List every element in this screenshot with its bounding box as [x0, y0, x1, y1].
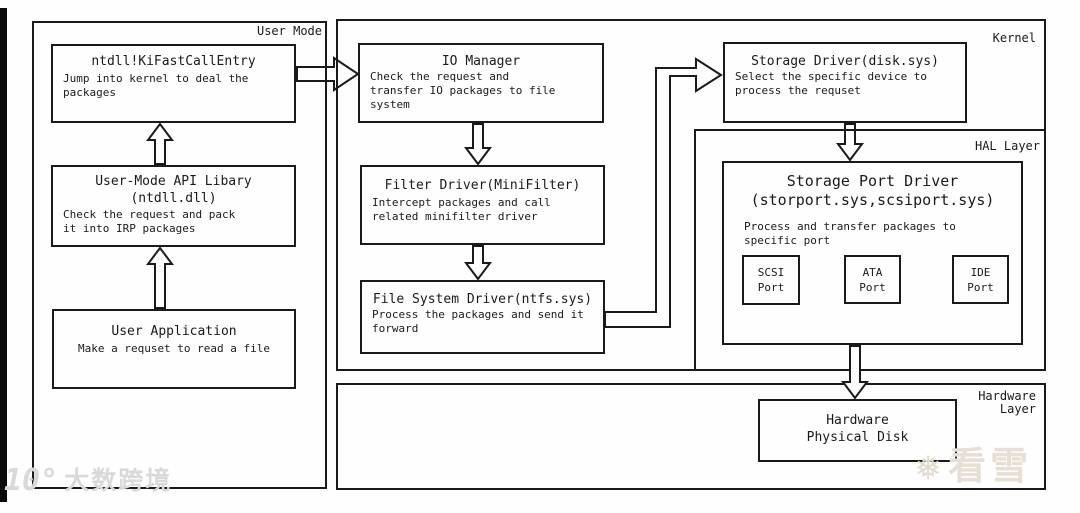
box-body-line: Select the specific device to	[735, 70, 928, 83]
box-body-line: packages	[63, 86, 116, 99]
watermark-text: 看雪	[948, 444, 1033, 488]
arrow-down-icon	[836, 123, 864, 161]
box-body-line: specific port	[744, 234, 831, 247]
box-body-line: system	[370, 98, 410, 111]
hal-layer-label: HAL Layer	[974, 139, 1040, 153]
box-body-line: forward	[372, 322, 419, 335]
watermark-bottom-right: ❅ 看雪	[916, 444, 1032, 488]
box-body-line: Jump into kernel to deal the	[63, 72, 249, 85]
box-body-line: Intercept packages and call	[372, 196, 551, 209]
box-body-line: Check the request and pack	[63, 208, 236, 221]
box-title: Physical Disk	[806, 430, 909, 445]
watermark-logo-icon: 10°	[4, 463, 59, 498]
box-body-line: it into IRP packages	[63, 222, 196, 235]
snowflake-icon: ❅	[916, 443, 941, 489]
arrow-elbow-right-up-icon	[604, 57, 723, 328]
box-body-line: process the requset	[735, 84, 861, 97]
box-subtitle: (storport.sys,scsiport.sys)	[750, 191, 995, 209]
box-title: Filter Driver(MiniFilter)	[384, 178, 581, 193]
box-title: Hardware	[826, 413, 889, 428]
user-mode-label: User Mode	[256, 24, 322, 38]
file-system-driver-box: File System Driver(ntfs.sys) Process the…	[360, 280, 605, 354]
storage-driver-box: Storage Driver(disk.sys) Select the spec…	[723, 42, 967, 123]
kernel-label: Kernel	[992, 31, 1036, 45]
watermark-bottom-left: 10° 大数跨境	[4, 466, 172, 496]
user-application-box: User Application Make a requset to read …	[52, 309, 296, 389]
watermark-text: 大数跨境	[64, 466, 173, 495]
box-title: User-Mode API Libary	[95, 174, 252, 189]
filter-driver-box: Filter Driver(MiniFilter) Intercept pack…	[360, 165, 605, 245]
arrow-up-icon	[146, 247, 174, 309]
arrow-down-icon	[841, 345, 869, 399]
ntdll-kifastcallentry-box: ntdll!KiFastCallEntry Jump into kernel t…	[51, 44, 296, 123]
box-body-line: related minifilter driver	[372, 210, 538, 223]
user-mode-api-library-box: User-Mode API Libary (ntdll.dll) Check t…	[51, 165, 296, 247]
box-body-line: Check the request and	[370, 70, 510, 83]
hardware-physical-disk-box: Hardware Physical Disk	[758, 399, 957, 462]
box-body-line: transfer IO packages to file	[370, 84, 556, 97]
left-edge-bar	[0, 8, 7, 502]
box-title: User Application	[111, 324, 237, 339]
box-title: ntdll!KiFastCallEntry	[91, 54, 256, 69]
arrow-down-icon	[464, 245, 492, 280]
box-body-line: Process the packages and send it	[372, 308, 584, 321]
storage-port-driver-box: Storage Port Driver (storport.sys,scsipo…	[722, 161, 1023, 345]
user-mode-region: User Mode	[32, 21, 327, 489]
box-subtitle: (ntdll.dll)	[130, 191, 217, 206]
arrow-down-icon	[464, 123, 492, 165]
box-body-line: Process and transfer packages to	[744, 220, 956, 233]
box-title: Storage Driver(disk.sys)	[751, 54, 939, 69]
arrow-up-icon	[146, 123, 174, 165]
hal-layer-region: HAL Layer	[694, 129, 1046, 371]
box-title: Storage Port Driver	[786, 172, 959, 190]
box-title: File System Driver(ntfs.sys)	[372, 292, 593, 307]
arrow-right-icon	[296, 56, 360, 92]
io-manager-box: IO Manager Check the request and transfe…	[358, 43, 604, 123]
box-title: IO Manager	[441, 54, 521, 69]
box-body-line: Make a requset to read a file	[77, 342, 271, 355]
